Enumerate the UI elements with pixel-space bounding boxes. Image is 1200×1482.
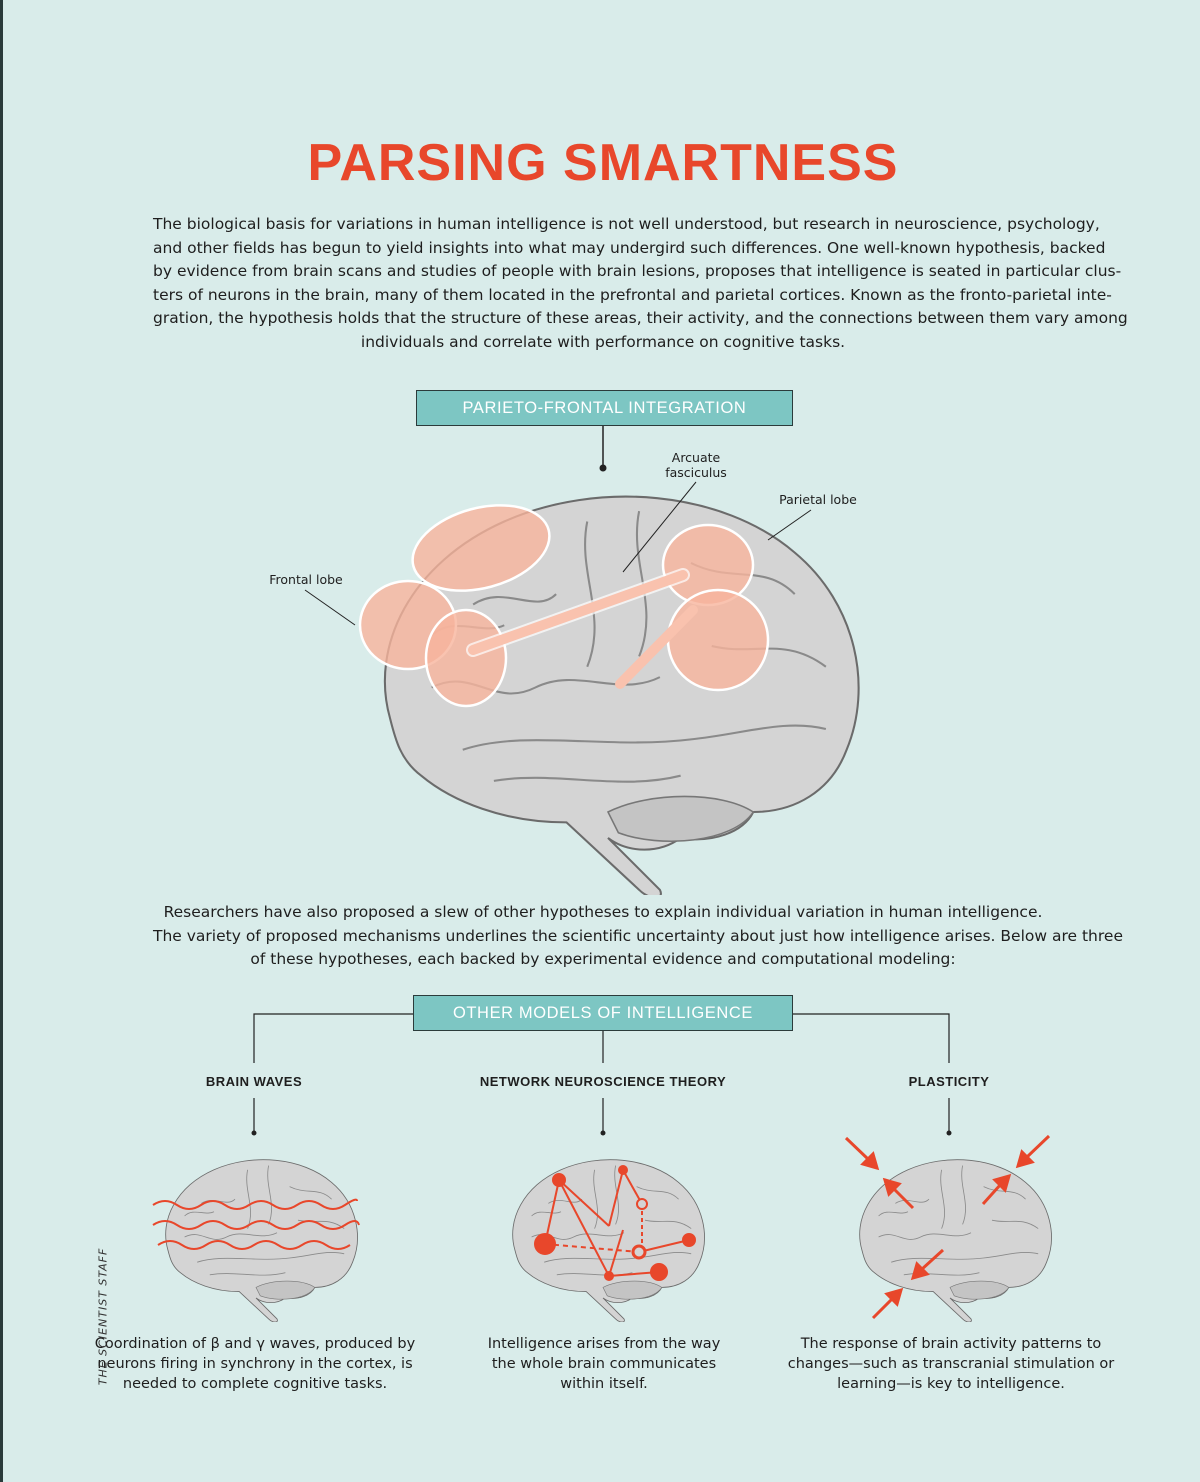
arcuate-leader: [622, 481, 697, 573]
parietal-lobe-highlight: [661, 523, 770, 692]
middle-line: of these hypotheses, each backed by expe…: [250, 950, 956, 968]
network-graph: [534, 1165, 696, 1281]
intro-line: by evidence from brain scans and studies…: [153, 262, 1122, 280]
intro-line: gration, the hypothesis holds that the s…: [153, 309, 1128, 327]
parietal-lobe-label: Parietal lobe: [779, 492, 857, 507]
caption-line: Intelligence arises from the way: [487, 1336, 721, 1352]
middle-line: The variety of proposed mechanisms under…: [153, 926, 1123, 945]
intro-line: and other fields has begun to yield insi…: [153, 238, 1106, 257]
network-caption: Intelligence arises from the way the who…: [434, 1334, 774, 1394]
arcuate-fasciculus-tract-fill: [468, 570, 688, 655]
frontal-lobe-label: Frontal lobe: [269, 572, 343, 587]
plasticity-title: PLASTICITY: [908, 1074, 990, 1089]
caption-line: needed to complete cognitive tasks.: [122, 1376, 388, 1392]
caption-line: neurons firing in synchrony in the corte…: [97, 1356, 413, 1372]
intro-paragraph: The biological basis for variations in h…: [153, 213, 1128, 354]
middle-line: Researchers have also proposed a slew of…: [163, 903, 1043, 921]
arcuate-fasciculus-label: Arcuate fasciculus: [646, 450, 746, 480]
caption-line: learning—is key to intelligence.: [837, 1376, 1065, 1392]
diagram-graphics: [152, 426, 1052, 1322]
caption-line: Coordination of β and γ waves, produced …: [94, 1336, 416, 1352]
brain-waves-title: BRAIN WAVES: [205, 1074, 303, 1089]
caption-line: within itself.: [560, 1376, 648, 1392]
frontal-leader: [304, 589, 356, 626]
middle-paragraph: Researchers have also proposed a slew of…: [153, 901, 1123, 972]
brain-waves-caption: Coordination of β and γ waves, produced …: [85, 1334, 425, 1394]
plasticity-arrows: [844, 1134, 1051, 1320]
plasticity-caption: The response of brain activity patterns …: [781, 1334, 1121, 1394]
parieto-frontal-header: PARIETO-FRONTAL INTEGRATION: [416, 390, 793, 426]
model-tree-lines: [253, 1013, 950, 1133]
page-title: PARSING SMARTNESS: [307, 134, 899, 192]
label-line: Arcuate: [671, 450, 721, 465]
frontal-lobe-highlight: [358, 504, 551, 708]
staff-credit: THE SCIENTIST STAFF: [96, 1247, 110, 1386]
brain-waves-lines: [152, 1198, 360, 1250]
other-models-header: OTHER MODELS OF INTELLIGENCE: [413, 995, 793, 1031]
intro-line: The biological basis for variations in h…: [153, 215, 1100, 233]
intro-line: individuals and correlate with performan…: [360, 332, 846, 351]
connector-dot: [599, 464, 607, 472]
caption-line: changes—such as transcranial stimulation…: [787, 1356, 1115, 1372]
parietal-leader: [767, 509, 812, 541]
label-line: fasciculus: [665, 465, 727, 480]
intro-line: ters of neurons in the brain, many of th…: [153, 285, 1112, 304]
caption-line: the whole brain communicates: [491, 1356, 717, 1372]
network-neuroscience-title: NETWORK NEUROSCIENCE THEORY: [479, 1074, 727, 1089]
caption-line: The response of brain activity patterns …: [800, 1336, 1102, 1352]
